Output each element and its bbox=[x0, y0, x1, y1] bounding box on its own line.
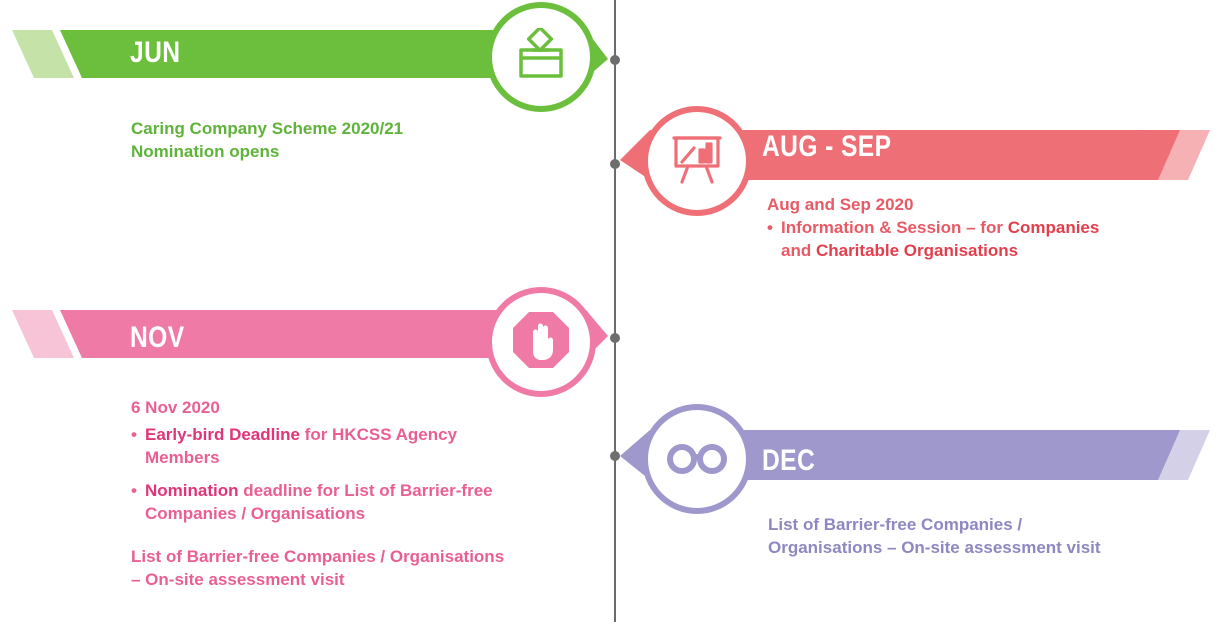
dec-icon-circle bbox=[642, 404, 752, 514]
nov-icon-circle bbox=[486, 287, 596, 397]
nov-text: 6 Nov 2020 Early-bird Deadline for HKCSS… bbox=[131, 396, 504, 591]
nov-extra-line-2: – On-site assessment visit bbox=[131, 570, 345, 589]
nov-bullet-1-rest: for HKCSS Agency bbox=[299, 425, 458, 444]
timeline-dot-aug bbox=[610, 159, 620, 169]
dec-line-1: List of Barrier-free Companies / bbox=[768, 515, 1023, 534]
nov-bullet-2-rest: deadline for List of Barrier-free bbox=[238, 481, 493, 500]
nov-banner bbox=[0, 310, 620, 370]
timeline-axis bbox=[614, 0, 616, 622]
nov-bullet-1-line2: Members bbox=[145, 448, 220, 467]
nov-bullet-2-line2: Companies / Organisations bbox=[145, 504, 366, 523]
aug-bullet-mid: and bbox=[781, 241, 816, 260]
dec-month-label: DEC bbox=[762, 444, 816, 477]
nov-bullet-1: Early-bird Deadline for HKCSS Agency bbox=[131, 423, 504, 446]
aug-date: Aug and Sep 2020 bbox=[767, 195, 914, 214]
binoculars-icon bbox=[665, 437, 729, 482]
nov-highlight-earlybird: Early-bird Deadline bbox=[145, 425, 300, 444]
aug-icon-circle bbox=[642, 106, 752, 216]
presentation-board-icon bbox=[670, 132, 724, 191]
nov-month-label: NOV bbox=[130, 321, 185, 354]
aug-bullet-text: Information & Session – for bbox=[781, 218, 1008, 237]
dec-banner bbox=[610, 410, 1210, 510]
dec-line-2: Organisations – On-site assessment visit bbox=[768, 538, 1101, 557]
stop-hand-icon bbox=[509, 308, 573, 377]
timeline-dot-jun bbox=[610, 55, 620, 65]
jun-line-2: Nomination opens bbox=[131, 142, 280, 161]
jun-icon-circle bbox=[486, 2, 596, 112]
nov-bullet-2: Nomination deadline for List of Barrier-… bbox=[131, 479, 504, 502]
jun-line-1: Caring Company Scheme 2020/21 bbox=[131, 119, 404, 138]
aug-banner bbox=[610, 110, 1210, 230]
nov-extra-line-1: List of Barrier-free Companies / Organis… bbox=[131, 547, 505, 566]
ballot-box-icon bbox=[514, 25, 568, 87]
aug-text: Aug and Sep 2020 Information & Session –… bbox=[767, 193, 1099, 262]
jun-text: Caring Company Scheme 2020/21 Nomination… bbox=[131, 117, 403, 163]
jun-banner bbox=[0, 0, 620, 120]
aug-month-label: AUG - SEP bbox=[762, 130, 892, 163]
aug-bullet-cont: and Charitable Organisations bbox=[767, 239, 1099, 262]
nov-date: 6 Nov 2020 bbox=[131, 398, 220, 417]
timeline-dot-nov bbox=[610, 333, 620, 343]
dec-text: List of Barrier-free Companies / Organis… bbox=[768, 513, 1101, 559]
aug-bullet: Information & Session – for Companies bbox=[767, 216, 1099, 239]
jun-month-label: JUN bbox=[130, 36, 181, 69]
nov-highlight-nomination: Nomination bbox=[145, 481, 239, 500]
aug-highlight-charities: Charitable Organisations bbox=[815, 241, 1019, 260]
timeline-dot-dec bbox=[610, 451, 620, 461]
aug-highlight-companies: Companies bbox=[1007, 218, 1100, 237]
